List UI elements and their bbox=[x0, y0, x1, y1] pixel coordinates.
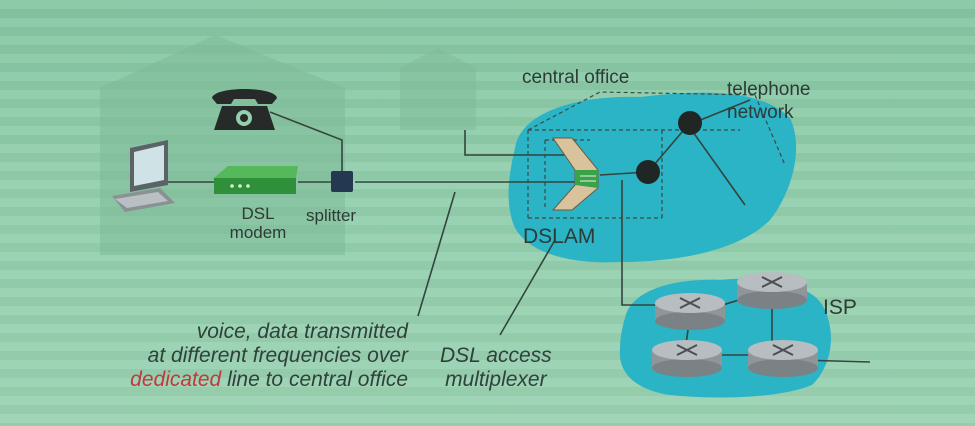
dedicated-emphasis: dedicated bbox=[130, 368, 222, 391]
dslam-caption-line-2: multiplexer bbox=[445, 368, 547, 391]
switch-node-icon bbox=[678, 111, 702, 135]
frequency-caption: voice, data transmitted at different fre… bbox=[130, 320, 408, 392]
connection-lines bbox=[160, 99, 871, 363]
router-icon bbox=[748, 340, 818, 377]
switch-node-icon bbox=[636, 160, 660, 184]
dsl-modem-label: DSL modem bbox=[229, 204, 287, 242]
office-house-shape bbox=[400, 48, 476, 130]
dsl-modem-icon bbox=[214, 166, 298, 194]
splitter-icon bbox=[331, 171, 353, 192]
caption-line-1: voice, data transmitted bbox=[196, 320, 408, 343]
caption-line-2: at different frequencies over bbox=[147, 344, 408, 367]
computer-icon bbox=[112, 140, 175, 212]
dslam-label: DSLAM bbox=[523, 225, 596, 248]
telephone-network-label: telephone network bbox=[727, 79, 811, 123]
splitter-label: splitter bbox=[306, 206, 357, 225]
router-icon bbox=[655, 293, 725, 330]
dslam-caption-line-1: DSL access bbox=[440, 344, 552, 367]
caption-line-3: dedicated line to central office bbox=[130, 368, 408, 392]
dslam-caption: DSL access multiplexer bbox=[440, 344, 552, 392]
dslam-icon bbox=[551, 137, 599, 211]
isp-label: ISP bbox=[823, 296, 857, 319]
telephone-icon bbox=[212, 89, 277, 130]
router-icon bbox=[652, 340, 722, 377]
central-office-label: central office bbox=[522, 67, 630, 88]
router-icon bbox=[737, 272, 807, 309]
caption-line-3-rest: line to central office bbox=[221, 368, 408, 391]
central-office-outline bbox=[527, 91, 786, 219]
